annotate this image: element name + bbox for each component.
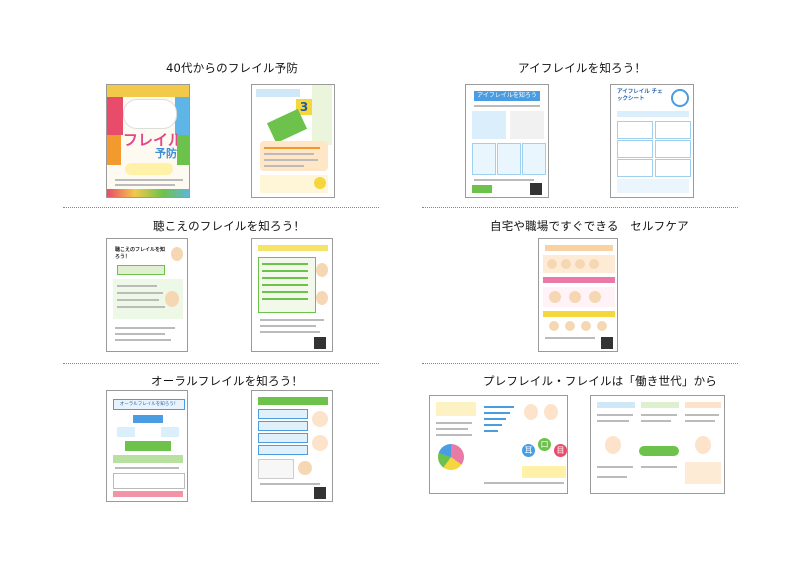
section-title-oral-frail: オーラルフレイルを知ろう！ <box>151 374 304 388</box>
section-title-working-generation: プレフレイル・フレイルは「働き世代」から <box>483 374 717 388</box>
oral-title-text: オーラルフレイルを知ろう！ <box>113 399 185 410</box>
hearing-title-text: 聴こえのフレイルを知ろう！ <box>115 247 166 260</box>
eye-check-title-text: アイフレイル チェックシート <box>617 89 663 102</box>
section-title-frail-prevention: 40代からのフレイル予防 <box>166 61 299 75</box>
kanji-mouth-badge: 口 <box>538 438 551 451</box>
thumbnail-frail-prevention-page2[interactable]: 3 <box>251 84 335 198</box>
thumbnail-frail-prevention-poster[interactable]: フレイル 予防 <box>106 84 190 198</box>
section-title-eye-frail: アイフレイルを知ろう！ <box>518 61 647 75</box>
section-title-self-care: 自宅や職場ですぐできる セルフケア <box>490 219 689 233</box>
thumbnail-working-generation-page2[interactable] <box>590 395 725 494</box>
thumbnail-oral-frail-leaflet[interactable]: オーラルフレイルを知ろう！ <box>106 390 188 502</box>
thumbnail-hearing-frail-page2[interactable] <box>251 238 333 352</box>
thumbnail-eye-frail-checksheet[interactable]: アイフレイル チェックシート <box>610 84 694 198</box>
thumbnail-self-care-sheet[interactable] <box>538 238 618 352</box>
thumbnail-working-generation-page1[interactable]: 耳 口 目 <box>429 395 568 494</box>
number-3-badge: 3 <box>296 99 312 115</box>
frail-sub-text: 予防 <box>155 147 177 160</box>
thumbnail-eye-frail-leaflet[interactable]: アイフレイルを知ろう <box>465 84 549 198</box>
divider <box>63 363 379 364</box>
divider <box>422 363 738 364</box>
thumbnail-hearing-frail-leaflet[interactable]: 聴こえのフレイルを知ろう！ <box>106 238 188 352</box>
frail-title-text: フレイル <box>123 131 184 149</box>
kanji-eye-badge: 目 <box>554 444 567 457</box>
thumbnail-oral-frail-page2[interactable] <box>251 390 333 502</box>
kanji-ear-badge: 耳 <box>522 444 535 457</box>
section-title-hearing-frail: 聴こえのフレイルを知ろう！ <box>153 219 306 233</box>
divider <box>63 207 379 208</box>
eye-frail-title-text: アイフレイルを知ろう <box>474 91 540 101</box>
divider <box>422 207 738 208</box>
